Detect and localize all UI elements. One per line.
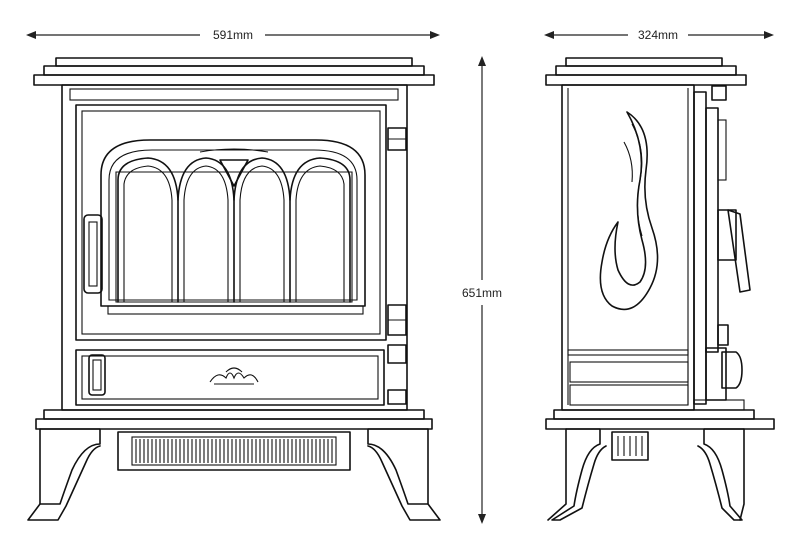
side-flame-icon bbox=[599, 111, 659, 311]
side-view bbox=[545, 57, 775, 521]
height-label: 651mm bbox=[462, 286, 502, 300]
firebox-door bbox=[75, 104, 387, 341]
door-hinges bbox=[387, 127, 407, 405]
side-vent bbox=[611, 431, 649, 461]
side-leg-left bbox=[547, 428, 607, 521]
width-dimension: 591mm bbox=[26, 28, 440, 42]
brand-emblem bbox=[209, 367, 259, 385]
height-dimension: 651mm bbox=[462, 56, 502, 524]
front-plinth bbox=[35, 409, 433, 430]
front-leg-left bbox=[27, 428, 101, 521]
ash-pan-drawer bbox=[75, 349, 385, 406]
depth-dimension: 324mm bbox=[544, 28, 774, 42]
front-top-band bbox=[69, 88, 399, 101]
front-view bbox=[27, 57, 441, 521]
door-handle bbox=[83, 214, 103, 294]
side-door-profile bbox=[693, 85, 751, 405]
side-top-tiers bbox=[545, 57, 747, 86]
side-leg-right bbox=[697, 428, 745, 521]
side-body bbox=[561, 84, 695, 411]
window-gothic-arches bbox=[117, 148, 351, 303]
heater-grille bbox=[117, 431, 351, 471]
width-label: 591mm bbox=[213, 28, 253, 42]
front-leg-right bbox=[367, 428, 441, 521]
front-top-tiers bbox=[33, 57, 435, 86]
depth-label: 324mm bbox=[638, 28, 678, 42]
side-plinth bbox=[545, 399, 775, 430]
